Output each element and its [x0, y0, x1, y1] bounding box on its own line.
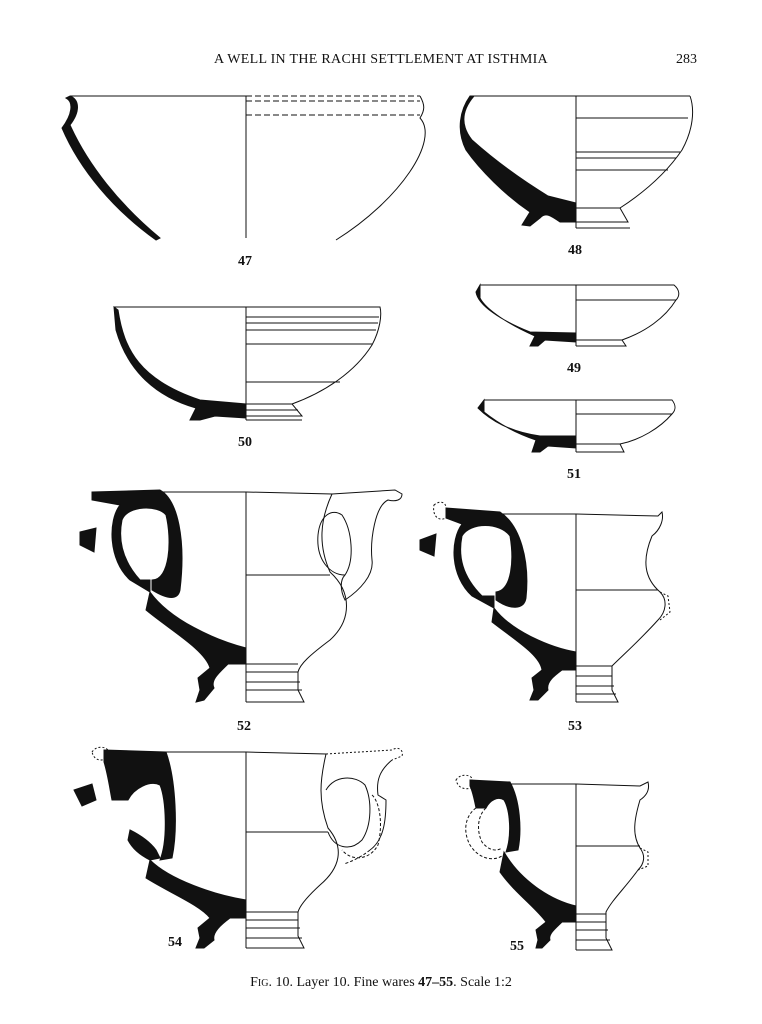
- running-title: A WELL IN THE RACHI SETTLEMENT AT ISTHMI…: [214, 52, 548, 67]
- handle-lower-54: [127, 829, 161, 861]
- profile-48: [459, 95, 577, 227]
- figure-caption: Fig. 10. Layer 10. Fine wares 47–55. Sca…: [0, 975, 762, 991]
- handle-fragment-52: [79, 527, 97, 553]
- figure-label-54: 54: [168, 935, 182, 950]
- caption-range: 47–55: [418, 975, 454, 990]
- figure-label-50: 50: [238, 435, 252, 450]
- caption-text-1: 10. Layer 10. Fine wares: [271, 975, 419, 990]
- handle-55: [469, 779, 521, 853]
- handle-52: [91, 489, 183, 598]
- profile-55: [499, 850, 577, 949]
- figure-label-51: 51: [567, 467, 581, 482]
- profile-49: [475, 283, 577, 347]
- caption-text-2: . Scale 1:2: [453, 975, 512, 990]
- figure-label-47: 47: [238, 254, 252, 269]
- profile-50: [113, 305, 247, 421]
- figure-label-49: 49: [567, 361, 581, 376]
- profile-52: [145, 590, 247, 703]
- vessel-51: [477, 398, 676, 453]
- handle-fragment-54: [73, 783, 97, 807]
- vessel-55: [455, 774, 649, 951]
- figure-label-48: 48: [568, 243, 582, 258]
- vessel-47: [61, 95, 426, 241]
- vessel-49: [475, 283, 680, 347]
- profile-53: [491, 606, 577, 701]
- caption-fig-label: Fig.: [250, 975, 272, 990]
- vessel-54: [73, 746, 403, 949]
- vessel-53: [419, 501, 671, 703]
- profile-51: [477, 398, 577, 453]
- page-number: 283: [676, 52, 697, 67]
- profile-54: [145, 859, 247, 949]
- figure-label-52: 52: [237, 719, 251, 734]
- handle-54: [103, 749, 176, 861]
- vessel-52: [79, 489, 403, 703]
- handle-53: [445, 507, 528, 609]
- figure-label-55: 55: [510, 939, 524, 954]
- profile-47: [61, 95, 161, 241]
- figure-label-53: 53: [568, 719, 582, 734]
- handle-fragment-53: [419, 533, 437, 557]
- vessel-48: [459, 95, 694, 229]
- vessel-50: [113, 305, 382, 421]
